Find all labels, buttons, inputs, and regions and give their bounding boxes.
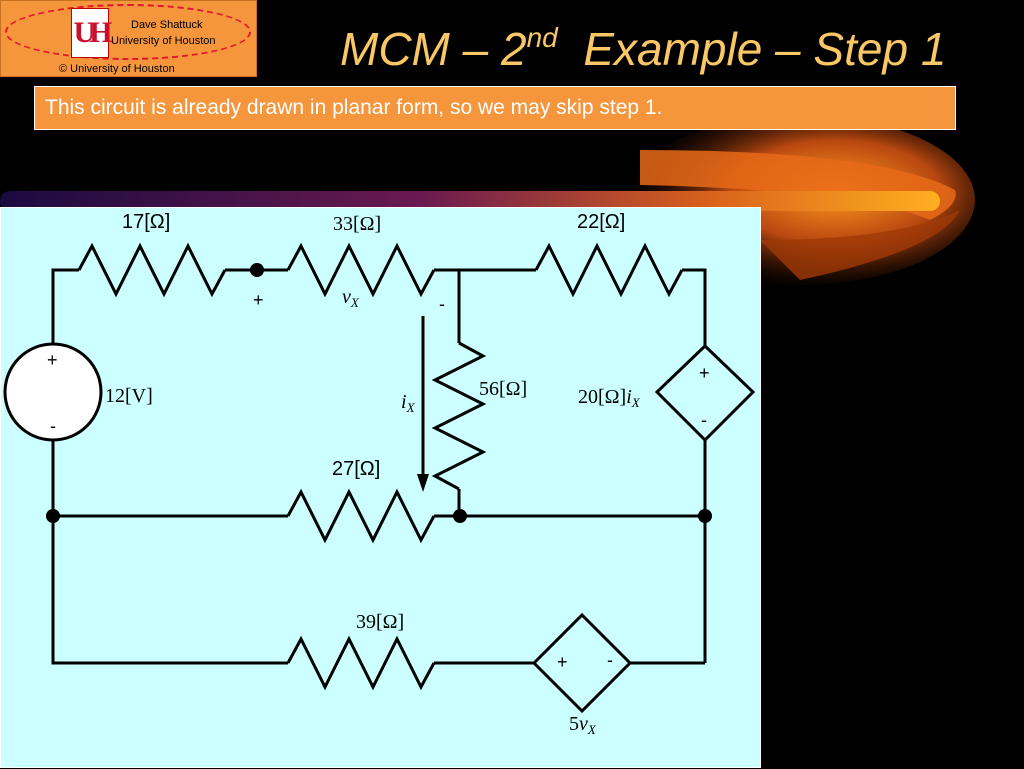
dep1-subscript: X (631, 395, 640, 410)
university-name: University of Houston (111, 35, 216, 47)
dep1-minus: - (701, 410, 707, 430)
title-suffix: Example – Step 1 (583, 23, 947, 75)
resistor-33 (286, 242, 436, 298)
label-r33: 33[Ω] (333, 213, 382, 235)
dep1-plus: + (699, 363, 710, 383)
subtitle-text: This circuit is already drawn in planar … (45, 96, 663, 119)
vx-symbol: v (342, 286, 351, 308)
title-superscript: nd (526, 22, 558, 53)
resistor-27 (286, 488, 436, 544)
node-mid (453, 509, 467, 523)
label-r22: 22[Ω] (577, 211, 626, 233)
dep1-symbol: i (626, 386, 632, 408)
logo-ellipse (5, 4, 251, 60)
slide-title: MCM – 2nd Example – Step 1 (340, 22, 1020, 76)
resistor-22 (534, 242, 684, 298)
node-left (46, 509, 60, 523)
author-name: Dave Shattuck (131, 19, 203, 31)
vsource-plus: + (47, 350, 58, 370)
wire-top-left (51, 268, 79, 373)
vx-minus: - (439, 294, 445, 314)
wire-top-right (682, 268, 707, 346)
wire-left-down (51, 440, 288, 665)
resistor-17 (77, 242, 227, 298)
dep2-subscript: X (587, 722, 596, 737)
subtitle-box: This circuit is already drawn in planar … (34, 86, 956, 130)
logo-box: UH Dave Shattuck University of Houston ©… (0, 0, 257, 77)
dep2-symbol: v (579, 713, 588, 735)
dep1-coefficient: 20[Ω] (578, 386, 627, 408)
dep2-coefficient: 5 (569, 713, 579, 735)
label-dependent-source-2: 5vX (569, 713, 596, 738)
label-r27: 27[Ω] (332, 458, 381, 480)
dep2-minus: - (607, 650, 613, 670)
circuit-diagram (3, 242, 756, 714)
label-r39: 39[Ω] (356, 611, 405, 633)
label-ix: iX (401, 391, 415, 416)
copyright-text: © University of Houston (59, 63, 175, 75)
resistor-39 (286, 635, 436, 691)
vsource-minus: - (50, 416, 56, 436)
label-vx: vX (342, 286, 359, 311)
label-r56: 56[Ω] (479, 378, 528, 400)
resistor-56 (431, 341, 487, 491)
label-r17: 17[Ω] (122, 211, 171, 233)
vx-subscript: X (350, 295, 359, 310)
ix-arrowhead (417, 474, 429, 492)
title-prefix: MCM – 2 (340, 23, 527, 75)
node-right (698, 509, 712, 523)
label-voltage-source: 12[V] (105, 385, 153, 407)
swoosh-lower (760, 210, 960, 280)
swoosh-band (0, 191, 940, 211)
vx-plus: + (253, 290, 264, 310)
node-top (250, 263, 264, 277)
dep2-plus: + (557, 652, 568, 672)
ix-symbol: i (401, 391, 407, 413)
label-dependent-source-1: 20[Ω]iX (578, 386, 640, 411)
uh-logo-icon: UH (71, 8, 113, 58)
circuit-panel: 17[Ω] 33[Ω] 22[Ω] 56[Ω] 27[Ω] 39[Ω] 12[V… (0, 207, 761, 768)
ix-subscript: X (406, 400, 415, 415)
dependent-source-diamond-2 (531, 612, 633, 714)
